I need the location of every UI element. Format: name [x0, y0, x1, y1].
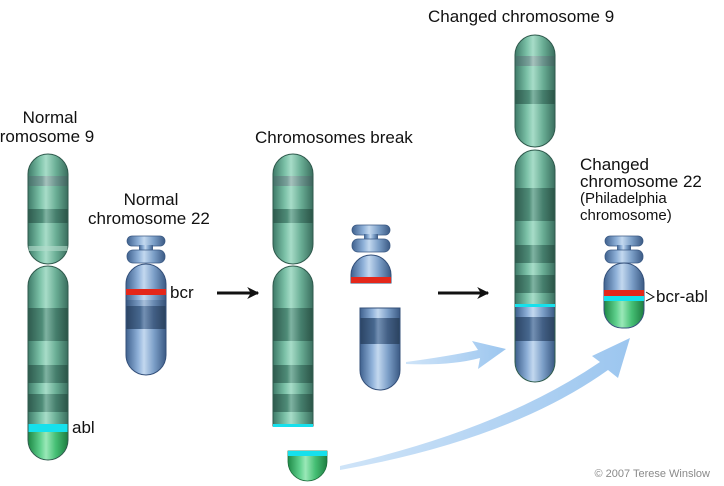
bracket-pointer-icon: [645, 291, 656, 302]
normal-chr22-label: Normal chromosome 22: [88, 190, 210, 228]
philadelphia-chromosome: [603, 235, 656, 329]
bcr-band: [604, 290, 644, 296]
label-line: Changed: [580, 155, 650, 174]
label-line: chromosome 22: [88, 209, 210, 228]
bcr-gene-band: [126, 289, 166, 295]
normal-chromosome-22: [125, 235, 167, 376]
abl-gene-band: [28, 424, 68, 432]
changed-chromosome-9: [514, 34, 556, 383]
breaking-chromosome-9: [272, 153, 314, 427]
translocation-arrow-22-to-9: [406, 341, 506, 369]
breaking-chromosome-22-bottom: [359, 307, 401, 391]
chromosomes-break-title: Chromosomes break: [255, 128, 413, 147]
bcr-gene-label: bcr: [170, 283, 194, 302]
normal-chr9-label: Normal chromosome 9: [0, 108, 100, 146]
copyright-credit: © 2007 Terese Winslow: [594, 468, 710, 480]
abl-gene-label: abl: [72, 418, 95, 437]
label-line: (Philadelphia: [580, 190, 667, 207]
chr22-satellite: [126, 235, 166, 264]
label-line: chromosome): [580, 207, 672, 224]
label-line: chromosome 9: [0, 127, 95, 146]
chr9-q-arm: [27, 265, 69, 461]
abl-band: [604, 296, 644, 301]
chr9-p-arm: [27, 153, 69, 265]
fusion-junction-band: [515, 304, 555, 307]
label-line: Normal: [22, 108, 78, 127]
changed-chr9-label: Changed chromosome 9: [428, 7, 615, 26]
bcr-abl-fusion-label: bcr-abl: [656, 287, 708, 306]
label-line: chromosome 22: [580, 172, 702, 191]
normal-chromosome-9: [27, 153, 69, 461]
label-line: Normal: [123, 190, 179, 209]
breaking-chromosome-22-top: [350, 224, 392, 284]
abl-fragment: [287, 450, 328, 482]
changed-chr22-label: Changed chromosome 22 (Philadelphia chro…: [580, 156, 702, 224]
